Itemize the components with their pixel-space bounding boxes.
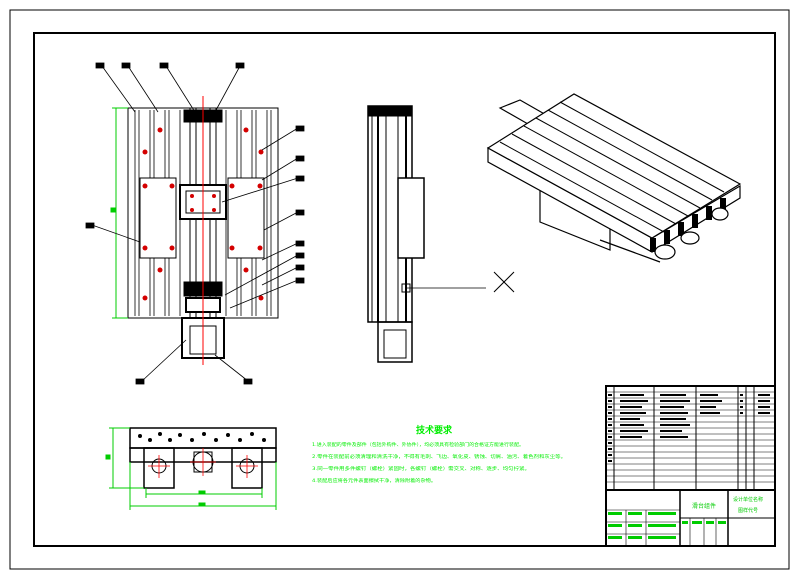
technical-requirements: 技术要求 1.进入装配的零件及部件（包括外购件、外协件），均必须具有检验部门的合… <box>312 424 566 484</box>
side-view <box>367 105 486 363</box>
isometric-view <box>486 93 742 263</box>
tech-req-line-4: 4.装配后应将各元件表面擦拭干净，清除附着的杂物。 <box>312 477 436 484</box>
tech-req-title: 技术要求 <box>416 424 453 436</box>
title-block-green-marks <box>608 512 726 539</box>
outer-frame <box>9 9 790 570</box>
tech-req-line-1: 1.进入装配的零件及部件（包括外购件、外协件），均必须具有检验部门的合格证方能进… <box>312 441 524 448</box>
title-block-drawing-no: 图样代号 <box>738 507 758 514</box>
top-view-holes <box>142 127 264 301</box>
parts-list-entries <box>608 394 770 462</box>
tech-req-line-3: 3.同一零件用多件螺钉（螺栓）紧固时，各螺钉（螺栓）需交叉、对称、逐步、均匀拧紧… <box>312 465 530 472</box>
inner-frame <box>33 32 776 547</box>
top-view-dimension <box>110 107 128 319</box>
tech-req-line-2: 2.零件在装配前必须清理和清洗干净，不得有毛刺、飞边、氧化皮、锈蚀、切屑、油污、… <box>312 453 566 460</box>
title-block-drawing-title: 滑台组件 <box>692 502 716 510</box>
part-leaders <box>85 62 305 385</box>
title-block-company: 设计单位名称 <box>733 496 763 503</box>
cross-mark-icon <box>493 271 515 293</box>
end-view-dimensions <box>105 427 277 510</box>
title-block <box>605 489 776 547</box>
end-view-red-marks <box>148 448 258 478</box>
